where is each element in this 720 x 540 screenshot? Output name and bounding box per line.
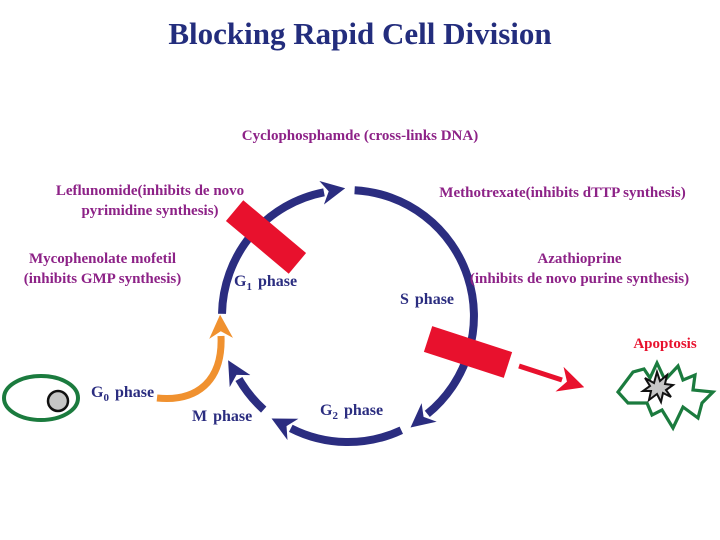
label-mycophenolate-line1: Mycophenolate mofetil bbox=[28, 251, 177, 267]
cycle-arc-g2 bbox=[271, 418, 403, 447]
label-leflunomide: Leflunomide(inhibits de novo pyrimidine … bbox=[35, 181, 265, 221]
cell-nucleus-icon bbox=[46, 389, 70, 413]
inhibition-block-s-icon bbox=[423, 326, 513, 378]
phase-g0-letter: G bbox=[91, 384, 104, 401]
phase-s-word: phase bbox=[414, 291, 455, 308]
label-azathioprine-line2: (inhibits de novo purine synthesis) bbox=[469, 271, 690, 287]
phase-m-word: phase bbox=[213, 408, 253, 425]
cycle-arc-s bbox=[354, 186, 478, 428]
label-cyclophosphamide: Cyclophosphamde (cross-links DNA) bbox=[241, 128, 479, 144]
label-leflunomide-line2: pyrimidine synthesis) bbox=[81, 203, 219, 219]
resting-cell-icon bbox=[2, 374, 80, 422]
label-apoptosis: Apoptosis bbox=[633, 336, 697, 352]
label-phase-g1: G1 phase bbox=[234, 273, 297, 293]
label-mycophenolate: Mycophenolate mofetil (inhibits GMP synt… bbox=[5, 249, 200, 289]
phase-g2-letter: G bbox=[320, 402, 333, 419]
apoptosis-arrow-icon bbox=[518, 363, 585, 392]
label-leflunomide-line1: Leflunomide(inhibits de novo bbox=[55, 183, 245, 199]
phase-g1-subscript: 1 bbox=[246, 281, 252, 293]
cycle-arc-m bbox=[228, 360, 267, 413]
label-azathioprine: Azathioprine (inhibits de novo purine sy… bbox=[452, 249, 707, 289]
label-azathioprine-line1: Azathioprine bbox=[537, 251, 622, 267]
phase-s-letter: S bbox=[400, 291, 409, 308]
apoptosis-nucleus-icon bbox=[639, 368, 676, 405]
phase-m-letter: M bbox=[192, 408, 208, 425]
label-methotrexate: Methotrexate(inhibits dTTP synthesis) bbox=[439, 185, 686, 201]
phase-g2-word: phase bbox=[343, 402, 384, 419]
inhibition-block-g1-icon bbox=[225, 200, 307, 274]
phase-g2-subscript: 2 bbox=[332, 410, 338, 422]
phase-g1-word: phase bbox=[257, 273, 298, 290]
slide-title: Blocking Rapid Cell Division bbox=[168, 16, 552, 51]
label-phase-g2: G2 phase bbox=[320, 402, 383, 422]
apoptosis-membrane-icon bbox=[615, 359, 717, 432]
label-mycophenolate-line2: (inhibits GMP synthesis) bbox=[23, 271, 182, 287]
phase-g0-subscript: 0 bbox=[103, 392, 109, 404]
apoptosis-cell-icon bbox=[615, 359, 717, 432]
g0-entry-arrow-icon bbox=[156, 314, 233, 402]
phase-g1-letter: G bbox=[234, 273, 247, 290]
phase-g0-word: phase bbox=[114, 384, 155, 401]
label-phase-g0: G0 phase bbox=[91, 384, 154, 404]
